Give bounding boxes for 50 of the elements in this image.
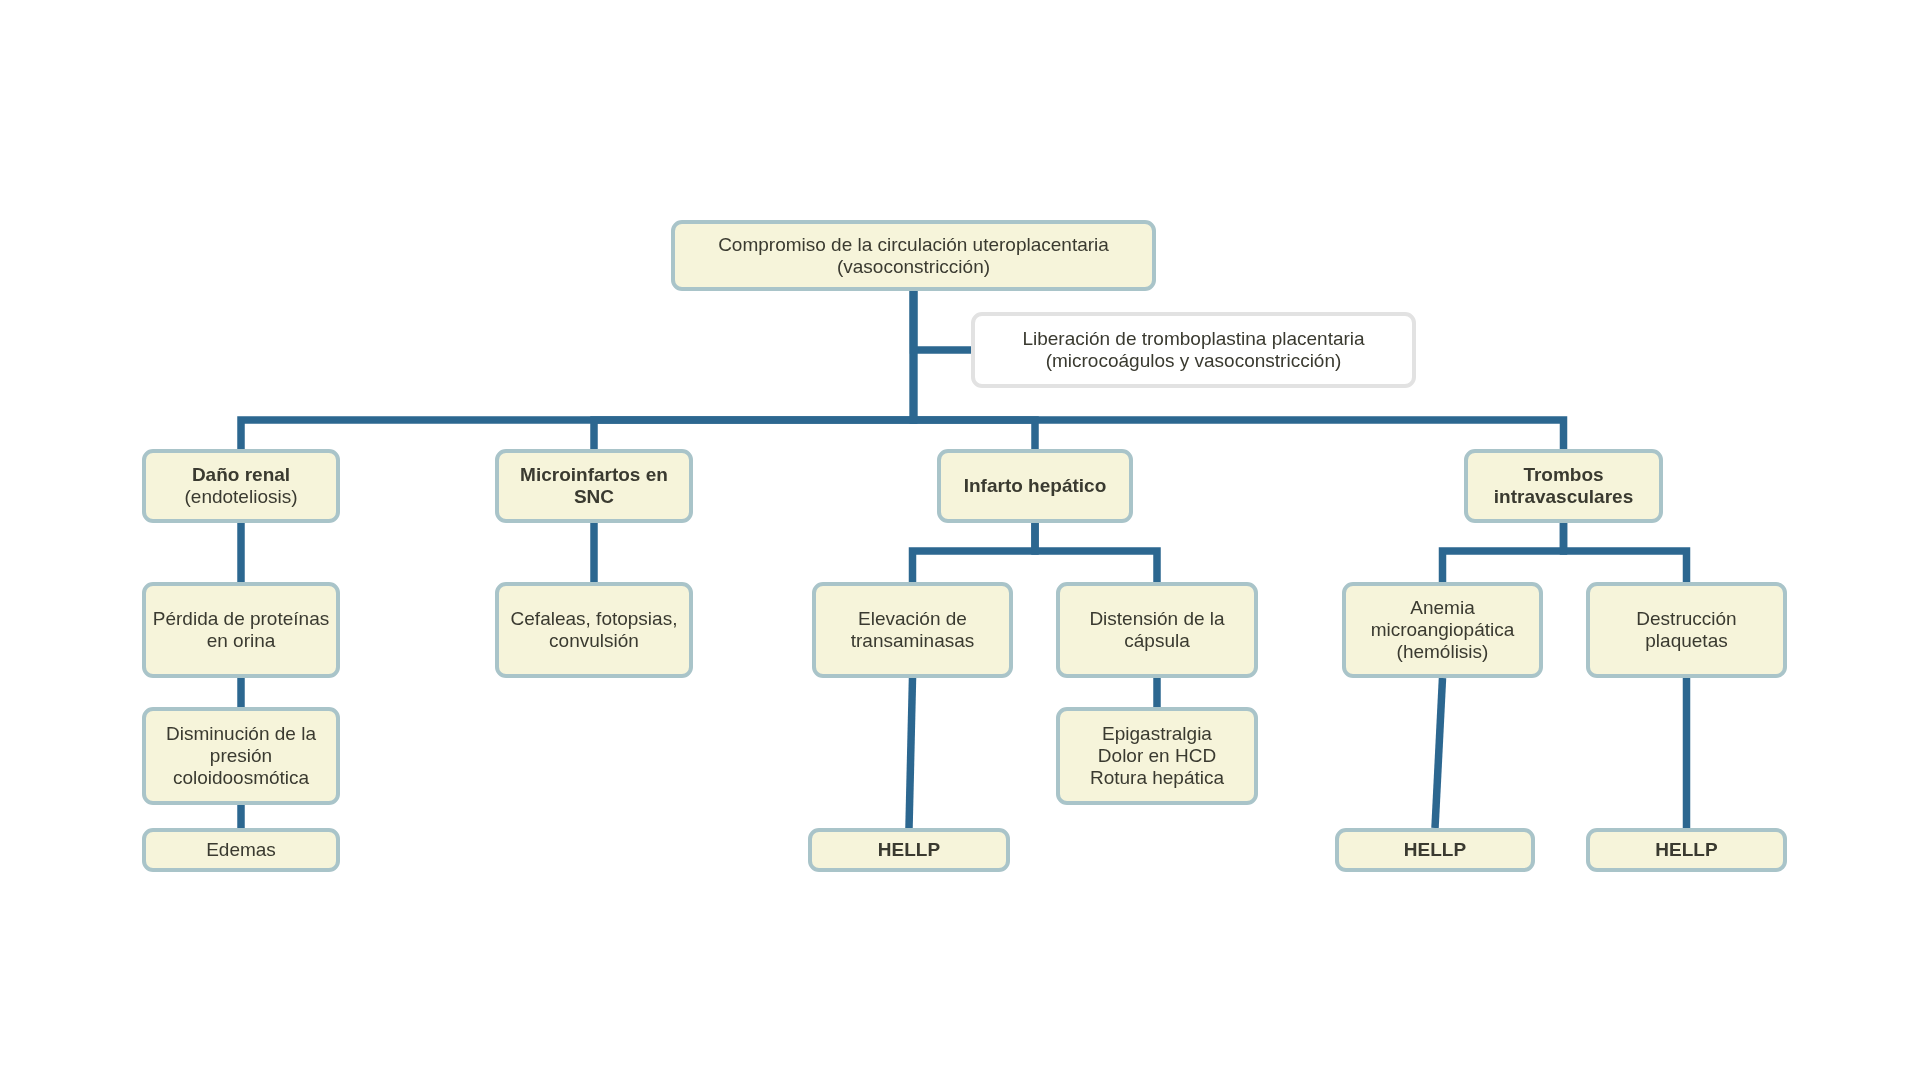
process-box [142,582,340,678]
box-text: Liberación de tromboplastina placentaria (microcoágulos y vasoconstricción) [1021,328,1366,372]
process-box [142,449,340,523]
process-box [142,707,340,805]
box-heading: Trombos intravasculares [1492,464,1635,508]
connector-line [237,523,245,582]
process-box [142,828,340,872]
process-box [808,828,1010,872]
connector-line [1682,678,1691,828]
note-box [971,312,1416,388]
connector-line [237,805,245,828]
process-box [1335,828,1535,872]
process-box [671,220,1156,291]
process-box [495,582,693,678]
connector-line [590,523,598,582]
box-text: (endoteliosis) [184,486,298,508]
connector-line [1431,677,1447,829]
box-text: Elevación de transaminasas [849,608,976,652]
box-heading: Infarto hepático [963,475,1107,497]
box-text: Cefaleas, fotopsias, convulsión [509,608,679,652]
box-heading: HELLP [1655,839,1718,861]
process-box [812,582,1013,678]
box-heading: HELLP [1403,839,1467,861]
process-box [1342,582,1543,678]
box-text: Dolor en HCD [1097,745,1217,767]
box-text: Anemia microangiopática (hemólisis) [1369,597,1516,663]
connector-line [1153,678,1161,707]
process-box [937,449,1133,523]
connector-line [905,677,917,829]
box-heading: Daño renal [191,464,291,486]
connector-line [909,291,1568,449]
box-text: Epigastralgia [1102,723,1212,746]
box-heading: HELLP [877,839,941,861]
box-text: Distensión de la cápsula [1088,608,1226,652]
box-text: Destrucción plaquetas [1635,608,1738,652]
process-box [1464,449,1663,523]
process-box [1056,582,1258,678]
process-box [1586,828,1787,872]
process-box [1056,707,1258,805]
process-box [1586,582,1787,678]
box-text: Compromiso de la circulación uteroplacentaria (vasoconstricción) [717,233,1110,278]
process-box [495,449,693,523]
connector-line [1559,523,1691,582]
box-text: Edemas [206,839,276,861]
box-text: Pérdida de proteínas en orina [152,608,330,652]
connector-line [1031,523,1161,582]
box-text: Disminución de la presión coloidoosmótica [165,723,317,789]
box-text: Rotura hepática [1089,766,1225,789]
connector-line [237,678,245,707]
box-heading: Microinfartos en SNC [519,464,669,508]
